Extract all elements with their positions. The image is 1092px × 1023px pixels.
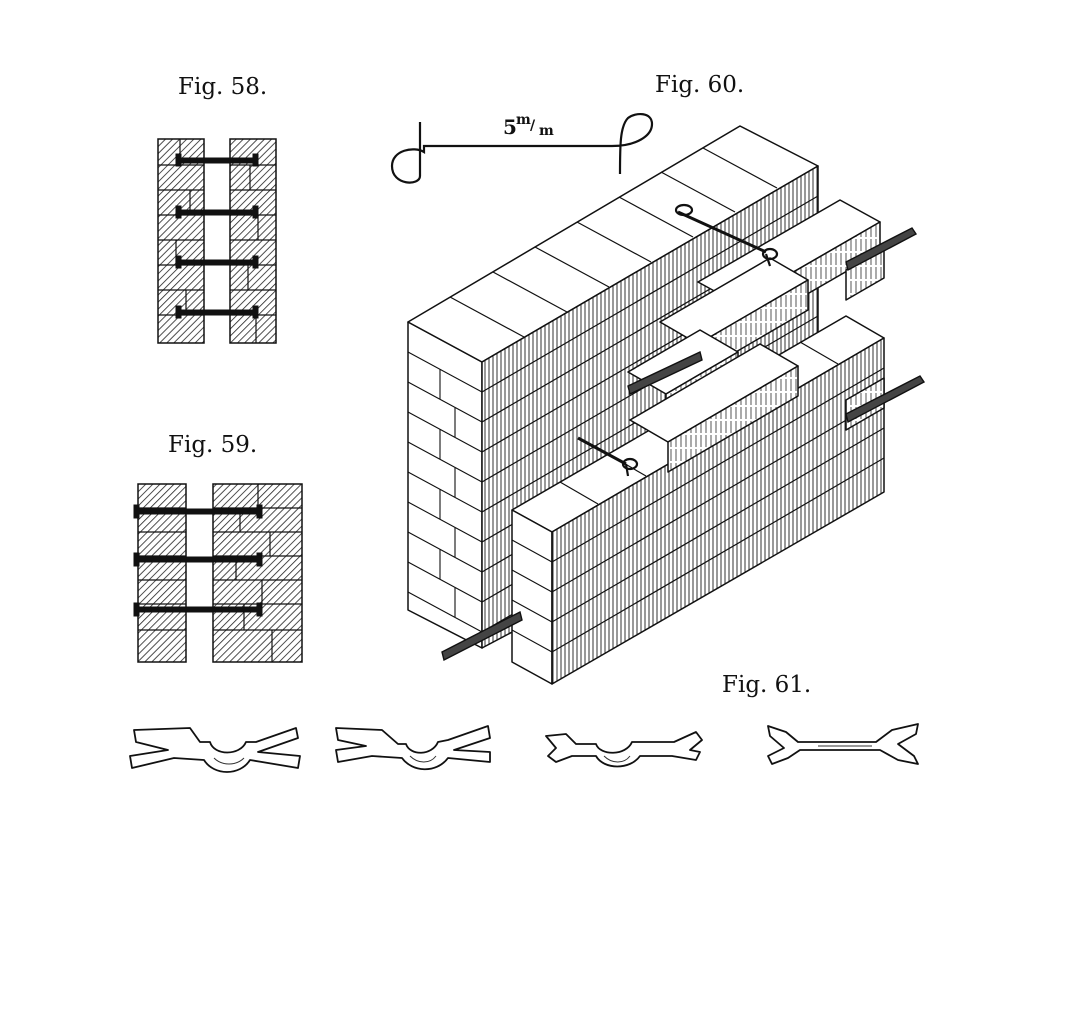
fig60-dimension-unit-top: m [516, 112, 531, 128]
fig60-dimension-label: 5 m / m [503, 111, 554, 139]
fig60-brick-wall [407, 125, 885, 685]
fig61-caption: Fig. 61. [722, 672, 811, 698]
fig60-iron-bands [441, 227, 926, 662]
fig59-caption: Fig. 59. [168, 432, 257, 458]
fig60-dimension-value: 5 [503, 115, 517, 139]
fig59-wall-ties [133, 504, 263, 617]
fig58-wall-ties [175, 153, 259, 319]
fig60-wall-wire-ties [577, 203, 779, 477]
fig61-shading [213, 745, 872, 765]
fig60-dimension-unit-bottom: m [539, 123, 554, 139]
fig60-wire-tie-detail: 5 m / m [390, 111, 654, 184]
fig58-caption: Fig. 58. [178, 74, 267, 100]
fig60-caption: Fig. 60. [655, 72, 744, 98]
fig58: Fig. 58. [157, 74, 277, 344]
fig59: Fig. 59. [133, 432, 303, 663]
fig59-wall-section [133, 483, 303, 663]
fig58-wall-section [157, 138, 277, 344]
fig61: Fig. 61. [129, 672, 919, 773]
fig60: Fig. 60. 5 m / m [390, 72, 926, 685]
fig61-anchor-profiles [129, 723, 919, 773]
